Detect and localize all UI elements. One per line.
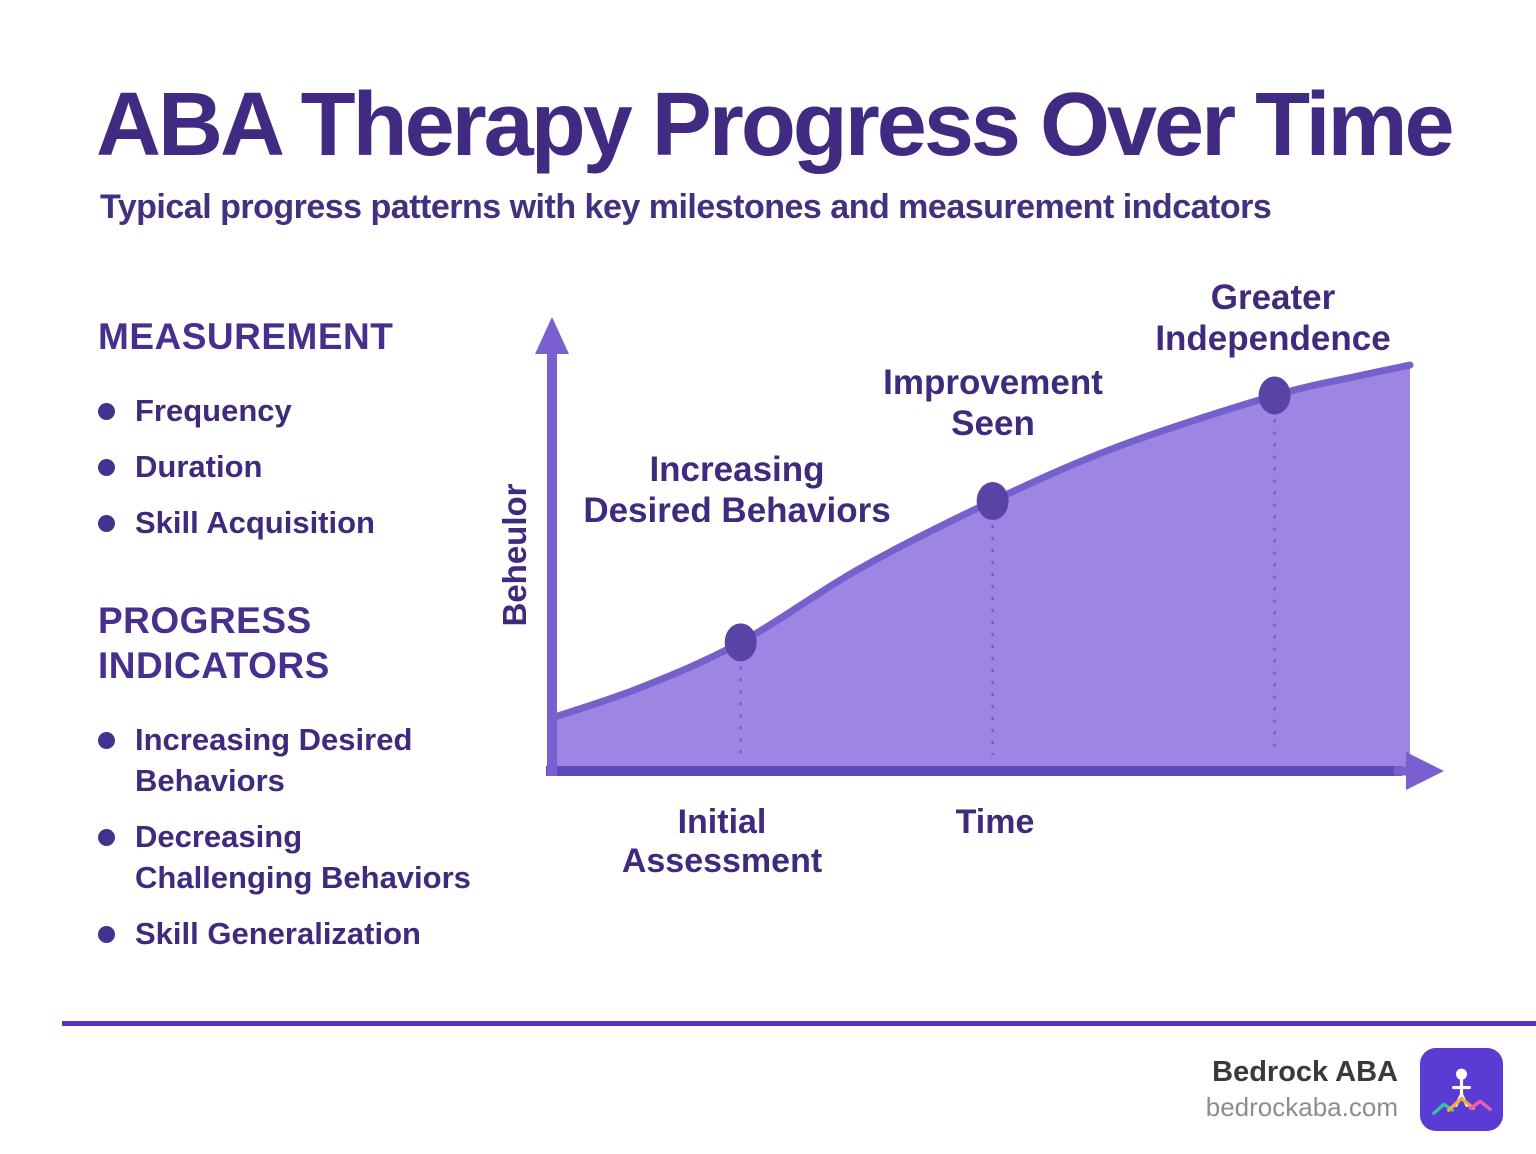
bullet-dot-icon	[98, 459, 115, 477]
bullet-dot-icon	[98, 925, 115, 943]
milestone-label-increasing-desired-behaviors: Increasing Desired Behaviors	[583, 450, 891, 530]
list-item-label: Decreasing Challenging Behaviors	[135, 818, 471, 895]
footer: Bedrock ABA bedrockaba.com	[1206, 1048, 1503, 1131]
x-axis-label-initial-assessment: Initial Assessment	[621, 803, 823, 881]
y-axis-label-behavior: Beheulor	[496, 483, 533, 627]
list-item: Skill Generalization	[98, 914, 578, 955]
list-item: Skill Acquisition	[98, 503, 578, 544]
list-item: Increasing Desired Behaviors	[98, 720, 578, 802]
footer-text: Bedrock ABA bedrockaba.com	[1206, 1054, 1398, 1125]
child-on-mountains-icon	[1420, 1048, 1503, 1131]
measurement-heading: MEASUREMENT	[98, 316, 394, 357]
milestone-label-improvement-seen: Improvement Seen	[883, 363, 1103, 443]
x-axis-label-time: Time	[955, 803, 1035, 841]
list-item: Decreasing Challenging Behaviors	[98, 817, 578, 899]
brand-name: Bedrock ABA	[1212, 1055, 1398, 1088]
page-subtitle: Typical progress patterns with key miles…	[100, 188, 1272, 226]
brand-website: bedrockaba.com	[1205, 1092, 1398, 1123]
page-title: ABA Therapy Progress Over Time	[96, 75, 1455, 175]
list-item-label: Duration	[135, 449, 263, 485]
list-item: Duration	[98, 447, 578, 488]
progress-indicators-heading: PROGRESS INDICATORS	[98, 599, 330, 686]
list-item-label: Skill Generalization	[135, 915, 421, 951]
milestone-label-greater-independence: Greater Independence	[1155, 278, 1391, 358]
bullet-dot-icon	[98, 732, 115, 750]
measurement-list: Frequency Duration Skill Acquisition	[98, 391, 578, 544]
bullet-dot-icon	[98, 828, 115, 846]
bullet-dot-icon	[98, 403, 115, 421]
bullet-dot-icon	[98, 514, 115, 532]
progress-indicators-list: Increasing Desired Behaviors Decreasing …	[98, 720, 578, 955]
footer-divider	[62, 1021, 1536, 1026]
list-item-label: Frequency	[135, 393, 292, 429]
left-panel: MEASUREMENT Frequency Duration Skill Acq…	[98, 314, 578, 1009]
list-item-label: Increasing Desired Behaviors	[135, 722, 413, 798]
list-item-label: Skill Acquisition	[135, 504, 375, 540]
list-item: Frequency	[98, 391, 578, 432]
